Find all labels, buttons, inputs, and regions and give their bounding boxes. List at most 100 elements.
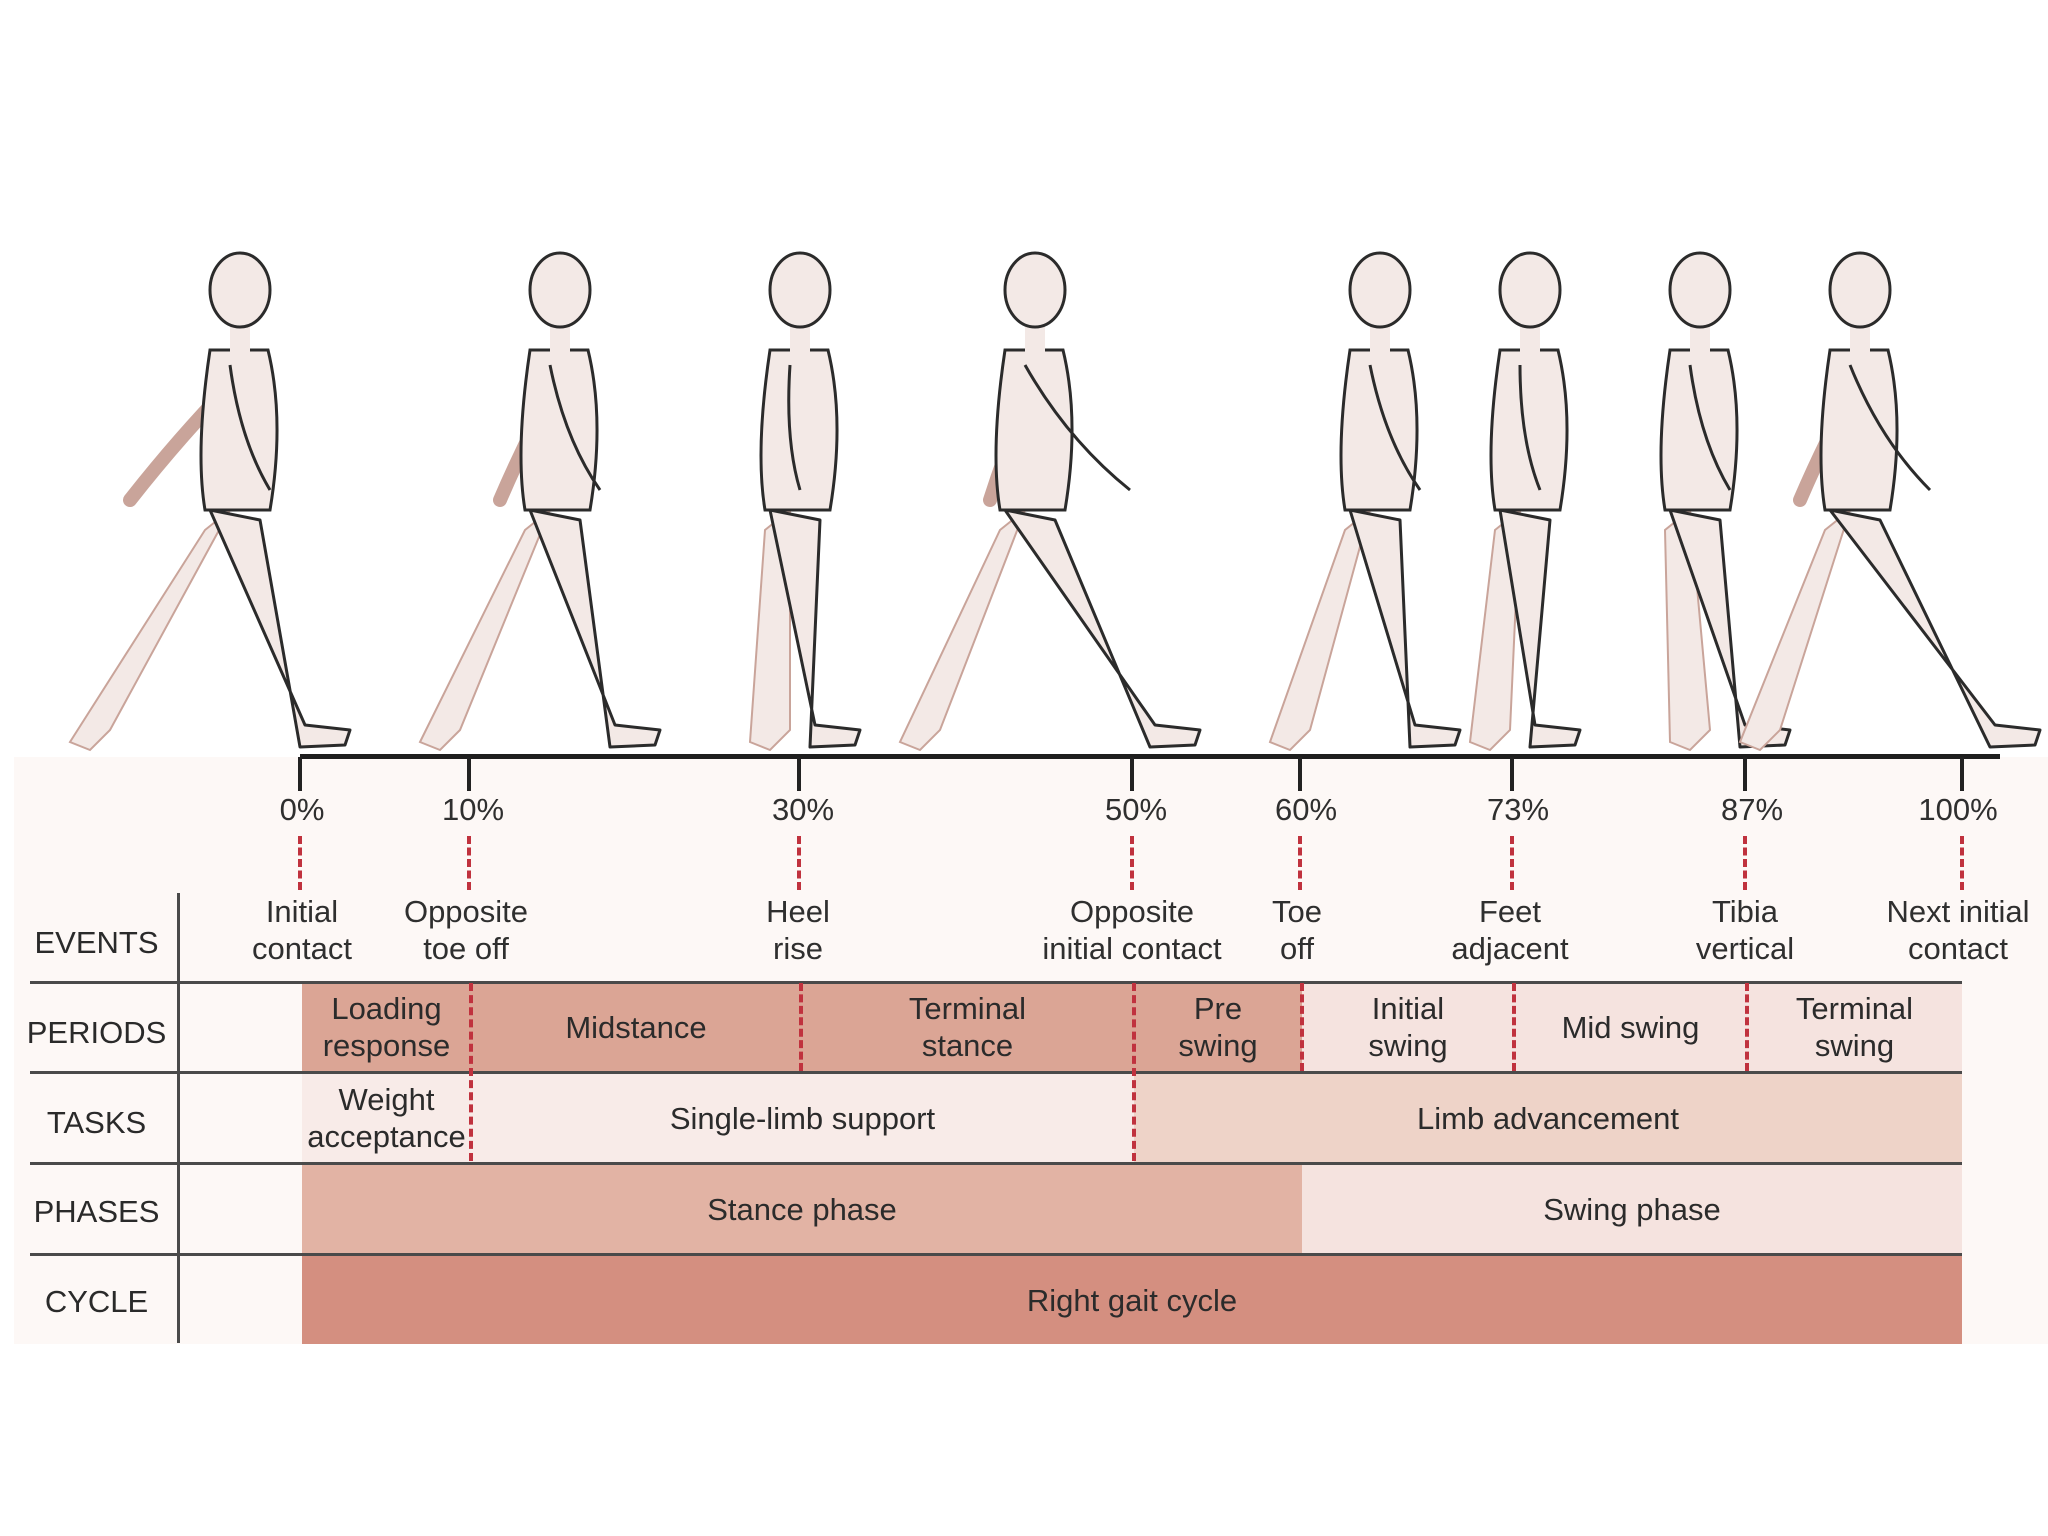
task-limb-advancement: Limb advancement — [1134, 1074, 1962, 1162]
event-marker-dash — [1510, 836, 1514, 890]
head — [1828, 251, 1892, 329]
head — [208, 251, 272, 329]
event-marker-dash — [1743, 836, 1747, 890]
tick-label: 30% — [771, 792, 835, 827]
phase-stance: Stance phase — [302, 1165, 1302, 1253]
far-leg — [1468, 507, 1522, 752]
tick-label: 87% — [1720, 792, 1784, 827]
figure-heel-rise — [748, 251, 862, 752]
row-label-periods: PERIODS — [26, 1015, 167, 1050]
row-label-phases: PHASES — [33, 1194, 160, 1229]
figure-feet-adjacent — [1468, 251, 1582, 752]
row-label-cycle: CYCLE — [44, 1284, 149, 1319]
tick-mark — [1743, 757, 1747, 791]
figure-next-initial-contact — [1738, 251, 2042, 752]
event-marker-dash — [298, 836, 302, 890]
near-arm — [1023, 364, 1131, 492]
torso — [519, 348, 599, 512]
torso — [1339, 348, 1419, 512]
figure-opposite-initial-contact — [898, 251, 1202, 752]
event-marker-dash — [467, 836, 471, 890]
near-leg — [1348, 508, 1462, 749]
head — [1348, 251, 1412, 329]
event-marker-dash — [797, 836, 801, 890]
figure-initial-contact — [68, 251, 352, 752]
far-leg — [1663, 508, 1712, 752]
tick-mark — [1510, 757, 1514, 791]
event-marker-dash — [1960, 836, 1964, 890]
near-arm — [787, 364, 802, 491]
near-leg — [1498, 508, 1582, 749]
torso — [1659, 348, 1739, 512]
near-arm — [1368, 364, 1422, 491]
far-leg — [68, 509, 231, 752]
row-divider — [30, 1071, 1962, 1074]
row-divider — [30, 1162, 1962, 1165]
near-leg — [208, 508, 352, 749]
head — [1668, 251, 1732, 329]
period-midstance: Midstance — [471, 983, 801, 1071]
tick-mark — [1130, 757, 1134, 791]
head — [1003, 251, 1067, 329]
event-marker-dash — [1130, 836, 1134, 890]
row-label-divider — [177, 893, 180, 1343]
torso — [1489, 348, 1569, 512]
tick-label: 10% — [441, 792, 505, 827]
tick-label: 60% — [1274, 792, 1338, 827]
torso — [199, 348, 279, 512]
phase-swing: Swing phase — [1302, 1165, 1962, 1253]
figures-group — [68, 251, 2042, 752]
period-divider-dash — [799, 983, 803, 1071]
figure-toe-off — [1268, 251, 1462, 752]
far-leg — [898, 506, 1028, 752]
tick-label: 100% — [1918, 792, 1998, 827]
near-leg — [768, 508, 862, 749]
row-divider — [30, 981, 1962, 984]
tick-mark — [1298, 757, 1302, 791]
row-label-tasks: TASKS — [46, 1105, 147, 1140]
tick-label: 0% — [279, 792, 325, 827]
tick-label: 73% — [1486, 792, 1550, 827]
torso — [994, 348, 1074, 512]
walking-figures — [68, 251, 2042, 752]
tick-mark — [298, 757, 302, 791]
near-arm — [1848, 364, 1932, 492]
tick-mark — [797, 757, 801, 791]
near-leg — [1003, 508, 1202, 749]
near-leg — [528, 508, 662, 749]
head — [1498, 251, 1562, 329]
period-divider-dash — [1745, 983, 1749, 1071]
period-divider-dash — [1512, 983, 1516, 1071]
head — [528, 251, 592, 329]
torso — [1819, 348, 1899, 512]
far-leg — [748, 507, 791, 752]
head — [768, 251, 832, 329]
cycle-right-gait: Right gait cycle — [302, 1256, 1962, 1344]
period-divider-dash — [469, 983, 473, 1161]
tick-label: 50% — [1104, 792, 1168, 827]
far-leg — [1738, 507, 1852, 752]
event-marker-dash — [1298, 836, 1302, 890]
far-leg — [418, 506, 553, 752]
figure-opposite-toe-off — [418, 251, 662, 752]
row-label-events: EVENTS — [34, 925, 159, 960]
near-arm — [1518, 364, 1542, 491]
row-divider — [30, 1253, 1962, 1256]
figure-tibia-vertical — [1659, 251, 1792, 752]
torso — [759, 348, 839, 512]
near-arm — [228, 364, 272, 491]
